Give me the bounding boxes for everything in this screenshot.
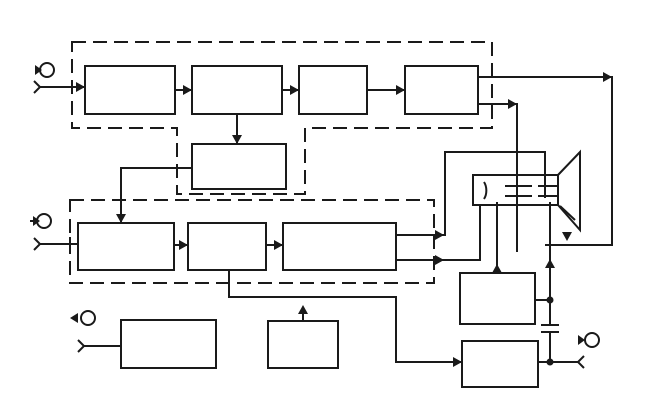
wire-input-2	[40, 237, 78, 251]
block-a2	[191, 65, 283, 115]
block-power-upper	[459, 272, 536, 325]
speaker-output-icon	[576, 332, 600, 369]
block-bottom-left	[120, 319, 217, 369]
wire-a2-mid	[232, 114, 242, 144]
block-bottom-mid	[267, 320, 339, 369]
wire-b2-lower	[228, 270, 462, 367]
block-b2	[187, 222, 267, 271]
wire-mid-b1	[116, 167, 192, 223]
wire-power-rail	[535, 202, 555, 325]
antenna-input-2-icon	[30, 213, 52, 251]
wire-b2-b3	[266, 240, 283, 250]
block-mid	[191, 143, 287, 190]
block-b1	[77, 222, 175, 271]
wire-a1-a2	[175, 85, 192, 95]
wire-a2-a3	[282, 85, 299, 95]
capacitor	[541, 324, 559, 362]
wire-b3-right	[396, 205, 481, 265]
wire-a4-right	[478, 72, 613, 246]
block-a1	[84, 65, 176, 115]
block-power-lower	[461, 340, 539, 388]
wire-a3-a4	[367, 85, 405, 95]
wire-a4-crt	[478, 99, 518, 252]
wire-input-1	[40, 82, 85, 92]
antenna-input-1-icon	[33, 62, 55, 94]
crt-tube	[472, 149, 581, 241]
wire-b3-crt	[396, 151, 546, 240]
block-a4	[404, 65, 479, 115]
wire-power-upper-crt	[492, 202, 502, 273]
antenna-output-icon	[70, 310, 121, 353]
block-a3	[298, 65, 368, 115]
wire-b1-b2	[174, 240, 188, 250]
dashed-module-upper	[71, 41, 493, 195]
wire-output	[538, 358, 578, 366]
wire-bottom-mid-out	[298, 305, 308, 321]
block-b3	[282, 222, 397, 271]
dashed-module-lower	[69, 199, 435, 284]
